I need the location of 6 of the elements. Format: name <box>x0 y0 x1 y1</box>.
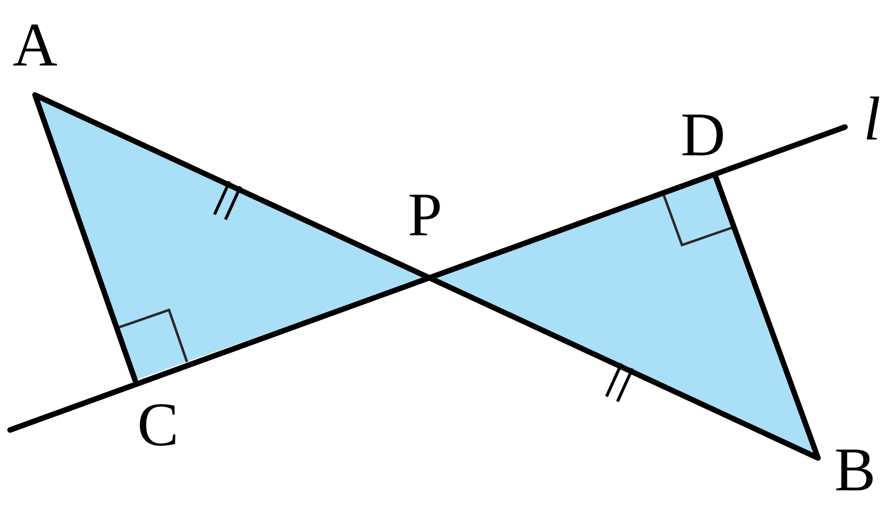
point-label: D <box>682 114 723 156</box>
point-label: P <box>410 194 440 236</box>
line-label: l <box>866 96 880 140</box>
point-label: A <box>13 24 57 66</box>
point-label: B <box>836 450 873 490</box>
point-label: C <box>140 404 176 446</box>
